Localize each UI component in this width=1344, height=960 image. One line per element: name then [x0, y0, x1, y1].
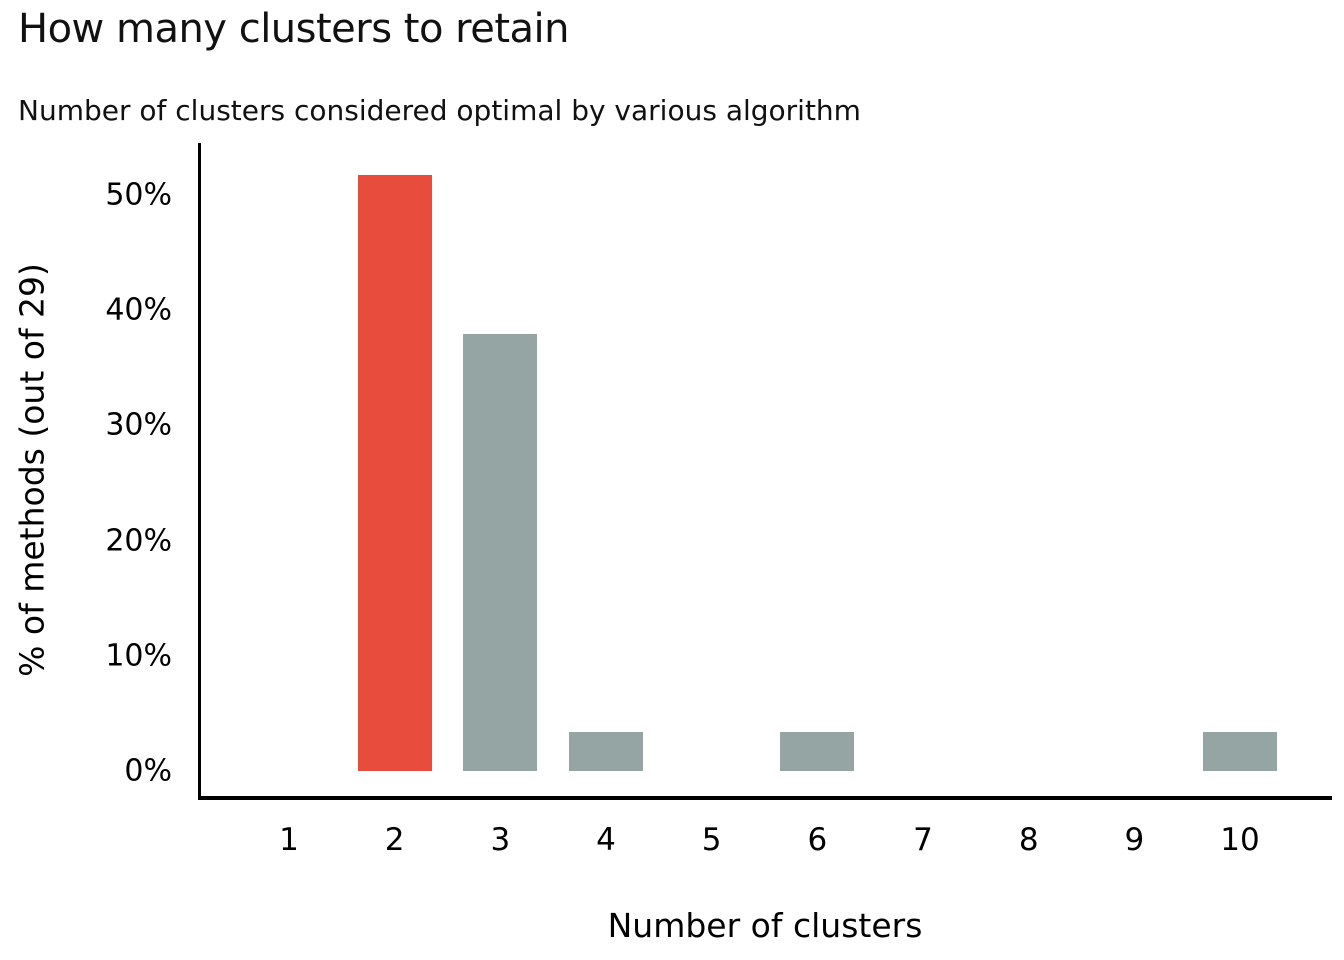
x-tick-label: 7	[913, 822, 933, 858]
x-tick-label: 1	[279, 822, 299, 858]
x-tick-label: 10	[1220, 822, 1260, 858]
x-axis-title: Number of clusters	[607, 906, 923, 945]
x-tick-label: 8	[1018, 822, 1039, 858]
bar-cluster-2	[357, 175, 432, 771]
x-tick-label: 6	[807, 822, 828, 858]
y-tick-label: 20%	[105, 523, 172, 559]
bar-cluster-3	[463, 334, 538, 771]
x-tick-label: 4	[596, 822, 616, 858]
y-tick-label: 30%	[105, 407, 172, 443]
x-tick-label: 5	[701, 822, 722, 858]
x-tick-label: 9	[1124, 822, 1145, 858]
y-tick-label: 0%	[124, 753, 172, 789]
y-axis-line	[198, 143, 201, 800]
chart-title: How many clusters to retain	[18, 6, 570, 52]
bar-cluster-6	[780, 731, 855, 771]
chart-subtitle: Number of clusters considered optimal by…	[18, 94, 861, 127]
y-tick-label: 10%	[105, 638, 172, 674]
x-tick-label: 2	[384, 822, 405, 858]
x-tick-label: 3	[490, 822, 511, 858]
y-tick-label: 50%	[105, 177, 172, 213]
bar-cluster-4	[569, 731, 643, 771]
bar-cluster-10	[1203, 731, 1278, 771]
x-axis-line	[198, 796, 1332, 800]
y-tick-label: 40%	[105, 292, 172, 328]
